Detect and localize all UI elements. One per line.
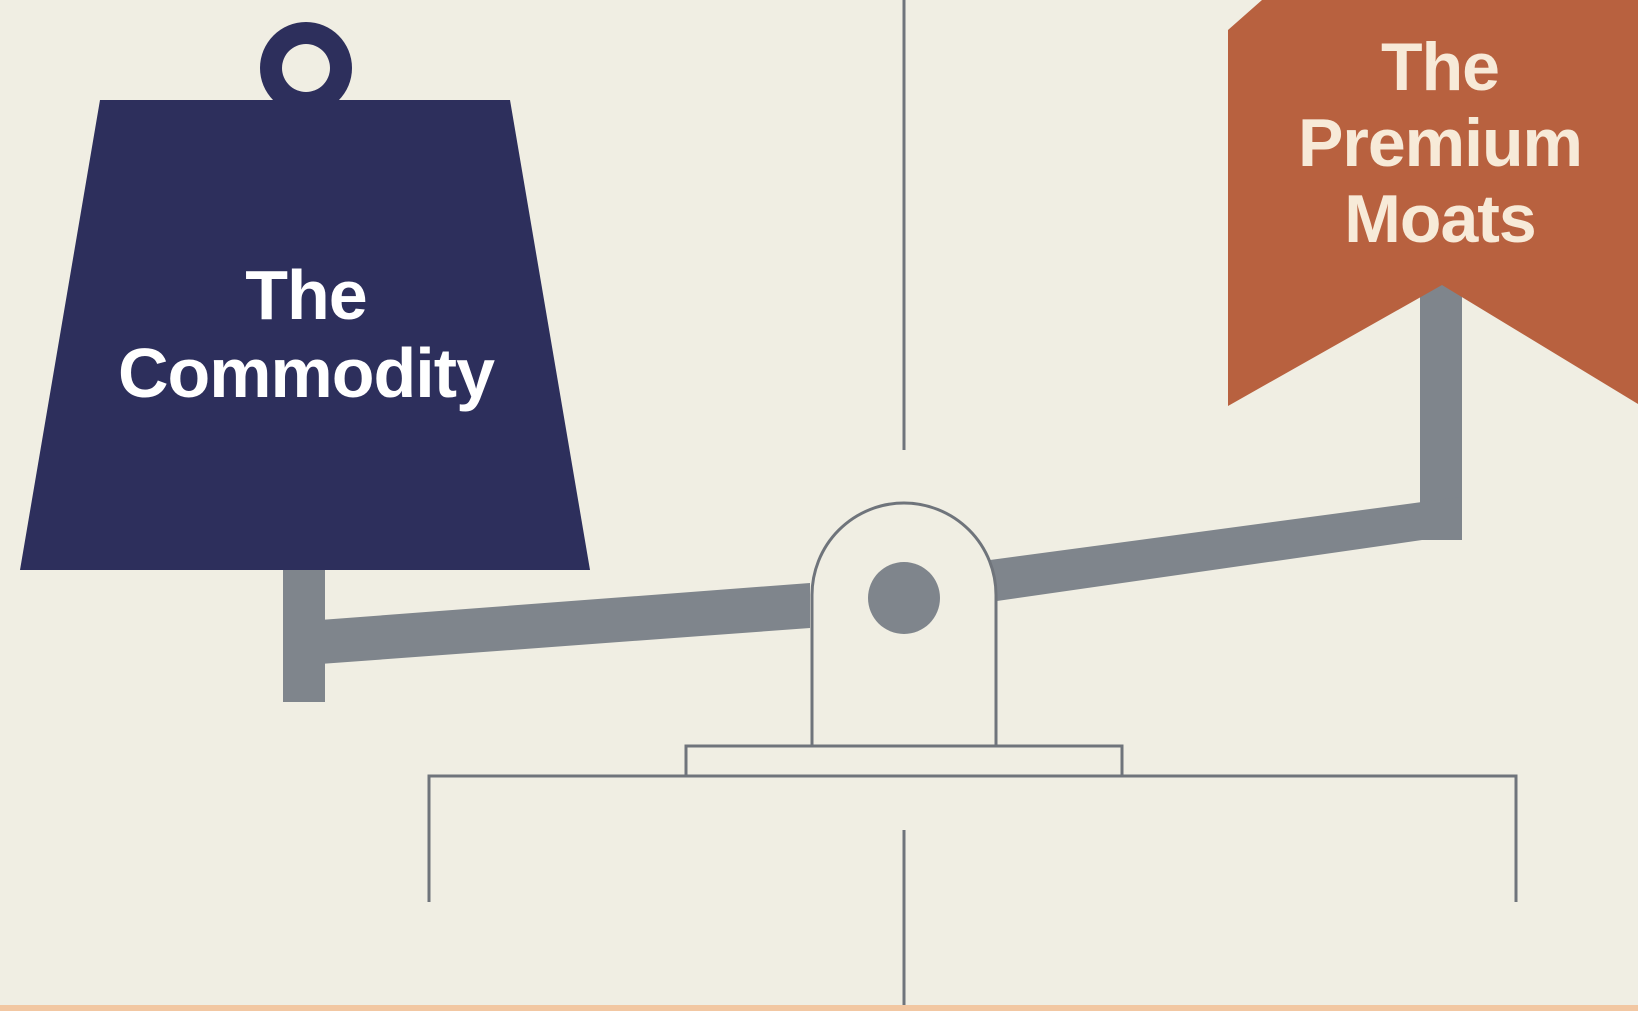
commodity-label-line2: Commodity bbox=[118, 334, 495, 412]
commodity-label-line1: The bbox=[245, 256, 366, 334]
right-hanger-joint bbox=[1420, 497, 1462, 540]
base-plate bbox=[686, 746, 1122, 776]
moats-label-line3: Moats bbox=[1344, 181, 1535, 257]
moats-label-line2: Premium bbox=[1298, 105, 1582, 181]
commodity-weight: The Commodity bbox=[20, 22, 590, 570]
moats-label-line1: The bbox=[1381, 29, 1499, 105]
bottom-stripe bbox=[0, 1005, 1638, 1011]
fulcrum-pivot bbox=[868, 562, 940, 634]
fulcrum bbox=[812, 503, 996, 746]
weight-ring-hole bbox=[282, 44, 330, 92]
